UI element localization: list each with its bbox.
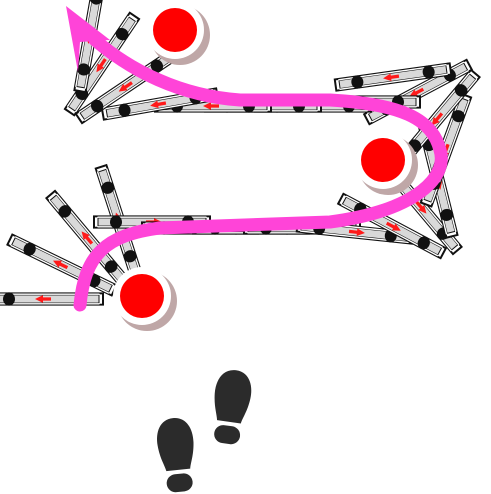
marker-dot-icon xyxy=(146,1,210,65)
footprint-icon xyxy=(208,368,254,446)
marker-dot-icon xyxy=(354,131,418,195)
marker-dot-icon xyxy=(113,267,177,331)
footprint-icon xyxy=(155,416,199,493)
